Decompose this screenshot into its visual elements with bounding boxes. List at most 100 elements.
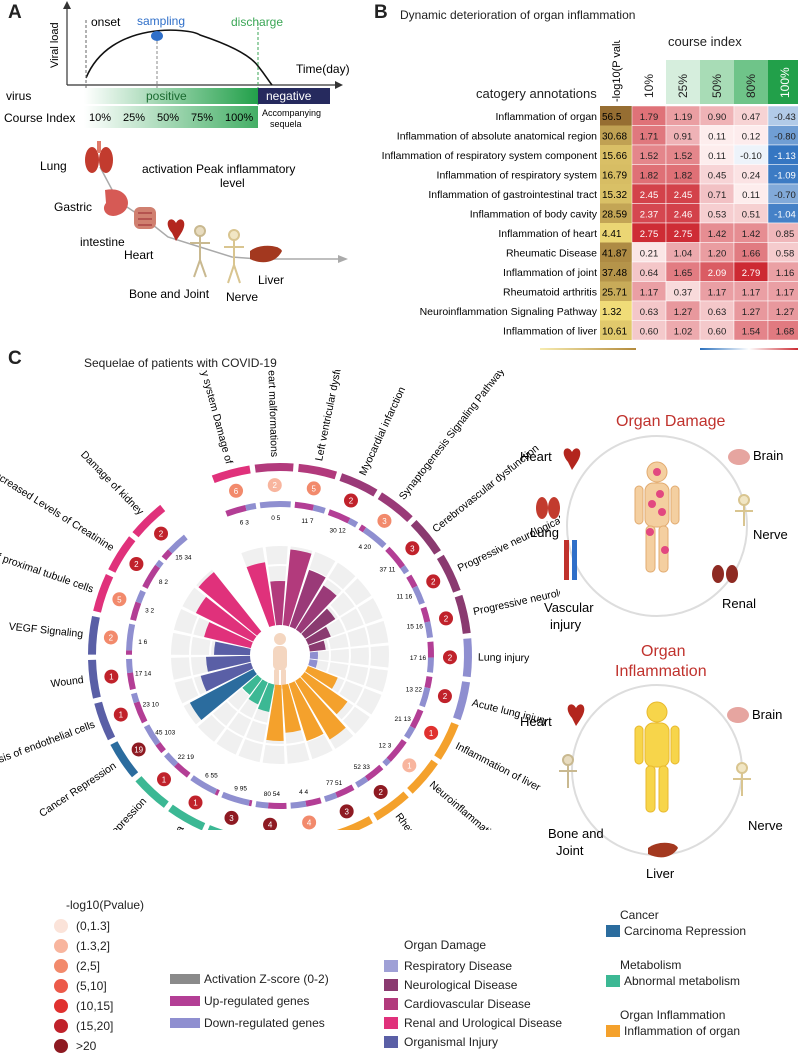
count-8: 17 16 [410,655,427,662]
renal-icon [712,565,738,583]
category-arc-24 [108,536,136,573]
pval-text-8: 37.48 [602,268,627,279]
damage-lung: Lung [530,525,559,540]
grid-cell-20-3 [174,678,199,704]
up-arc-4 [358,524,367,533]
organ-intestine: intestine [80,235,125,249]
metab-swatch [606,975,620,987]
pval-text-11: 10.61 [602,326,627,337]
row-label-6: Inflammation of heart [498,228,597,240]
segment-label-19: Cancer Repression [37,760,119,820]
row-label-2: Inflammation of respiratory system compo… [382,150,597,162]
organ-figures: Organ Damage Heart Brain Lung Nerve Vasc… [520,413,788,881]
down-arc-1 [259,501,291,509]
bar-24 [195,596,257,642]
grid-cell-13-3 [307,734,333,760]
up-arc-14 [305,797,322,807]
count-13: 77 51 [326,780,343,787]
count-14: 4 4 [299,789,308,796]
course-index-4: 100% [225,112,253,124]
nerve-damage-icon [735,494,753,526]
grid-cell-5-3 [344,578,372,606]
category-arc-21 [88,659,101,699]
grid-cell-21-2 [191,656,211,676]
course-index-ticks: 10%25%50%75%100% [89,112,253,124]
badge-text-5: 3 [410,544,415,553]
accompanying-label-1: Accompanying [262,108,321,118]
organ-liver: Liver [258,273,284,287]
count-17: 6 55 [205,773,218,780]
z-text-10-3: 1.27 [742,307,761,318]
cancer-item: Carcinoma Repression [624,924,747,938]
pval-legend-dot [54,1039,68,1053]
count-22: 1 6 [138,639,147,646]
damage-renal: Renal [722,596,756,611]
pval-cell-6 [600,223,632,243]
category-arc-20 [94,701,116,741]
category-arc-25 [132,504,166,538]
segment-label-20: Apoptosis of endothelial cells [0,719,97,778]
pval-legend-item: (5,10] [54,976,144,996]
z-text-0-4: -0.43 [774,112,796,123]
down-arc-3 [347,517,359,528]
col-header-1: 25% [676,74,690,98]
z-text-8-0: 0.64 [640,268,659,279]
category-arc-23 [93,573,114,613]
organ-damage-label: Cardiovascular Disease [404,996,531,1011]
count-15: 80 54 [264,791,281,798]
organ-bone-joint: Bone and Joint [129,287,210,301]
grid-cell-4-3 [328,562,356,590]
lung-damage-icon [536,497,560,519]
down-arc-8 [427,657,434,673]
z-text-8-2: 2.09 [708,268,727,279]
organ-damage-item: Cardiovascular Disease [384,994,562,1013]
badge-20 [113,707,128,722]
z-text-11-4: 1.68 [776,326,795,337]
pval-text-9: 25.71 [602,287,627,298]
z-text-0-3: 0.47 [742,112,761,123]
heart-icon [167,219,185,241]
badge-6 [426,574,441,589]
organ-damage-label: Neurological Disease [404,977,518,992]
row-label-9: Rheumatoid arthritis [503,286,597,298]
badge-text-3: 2 [349,497,354,506]
up-arc-19 [155,742,166,754]
organ-damage-item: Respiratory Disease [384,956,562,975]
z-text-5-3: 0.51 [742,209,761,220]
z-text-3-3: 0.24 [742,170,761,181]
pval-legend-dot [54,1019,68,1033]
badge-1 [267,478,282,493]
row-label-4: Inflammation of gastrointestinal tract [428,189,597,201]
inflam-brain: Brain [752,707,782,722]
pval-text-0: 56.5 [602,112,622,123]
up-arc-3 [327,509,351,524]
down-arc-18 [164,752,179,767]
col-header-4: 100% [778,67,792,98]
z-text-9-4: 1.17 [776,287,795,298]
organ-damage-label: Respiratory Disease [404,958,513,973]
bar-1 [270,581,286,626]
bar-legend-swatch [170,974,200,984]
grid-cell-22-2 [191,636,211,655]
up-arc-9 [424,676,433,689]
z-text-1-1: 0.91 [674,131,693,142]
z-text-11-0: 0.60 [640,326,659,337]
grid-cell-15-3 [262,744,285,764]
row-label-10: Neuroinflammation Signaling Pathway [420,306,598,318]
pval-legend-label: (2,5] [76,959,101,973]
inflam-liver: Liver [646,866,675,881]
badge-21 [104,669,119,684]
body-damage-icon [634,461,680,573]
organ-damage-title: Organ Damage [616,413,725,430]
category-arc-10 [434,722,459,760]
grid-cell-9-3 [365,667,388,692]
organ-damage-item: Neurological Disease [384,975,562,994]
badge-8 [442,650,457,665]
pval-text-10: 1.32 [602,307,622,318]
z-text-4-0: 2.45 [640,190,659,201]
segment-label-8: Lung injury [478,652,530,665]
badge-text-22: 2 [109,633,114,642]
grid-cell-22-3 [171,632,191,655]
grid-cell-1-3 [265,546,288,565]
bar-12 [295,677,346,740]
